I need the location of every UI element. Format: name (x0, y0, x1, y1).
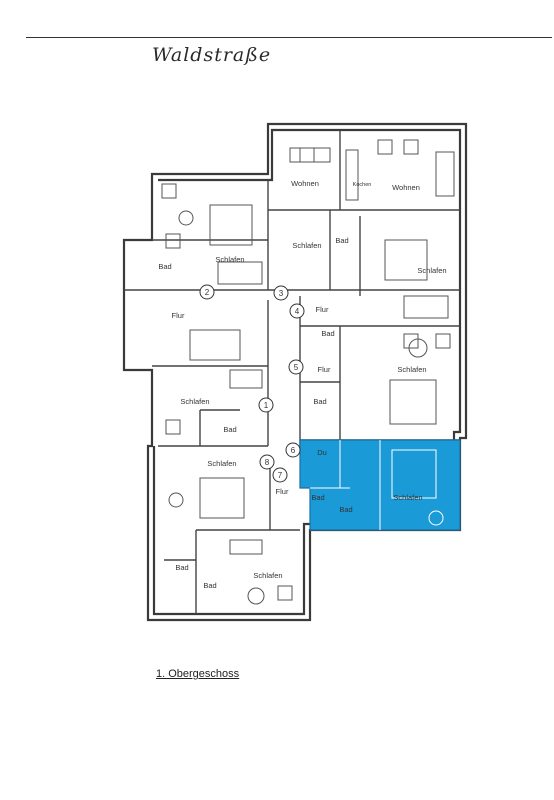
sofa (289, 147, 331, 163)
table (247, 587, 265, 605)
room-label: Flur (172, 311, 185, 320)
table (178, 210, 194, 226)
kitchen-row (345, 149, 359, 201)
unit-number: 2 (205, 288, 210, 297)
street-title: Waldstraße (152, 44, 272, 66)
room-label: Du (317, 448, 327, 457)
unit-marker (285, 442, 301, 458)
room-label: Schlafen (397, 365, 426, 374)
unit-number: 1 (264, 401, 269, 410)
bed (389, 379, 437, 425)
bed (199, 477, 245, 519)
floor-label: 1. Obergeschoss (156, 668, 240, 680)
room-label: Bad (335, 236, 348, 245)
armchair (377, 139, 393, 155)
window-bay (217, 261, 263, 285)
room-label: Wohnen (291, 179, 319, 188)
room-label: Kochen (353, 182, 372, 188)
room-label: Schlafen (180, 397, 209, 406)
unit-marker (273, 285, 289, 301)
room-label: Schlafen (417, 266, 446, 275)
room-label: Flur (276, 487, 289, 496)
armchair (403, 333, 419, 349)
unit-marker (199, 284, 215, 300)
unit-number: 7 (278, 471, 283, 480)
unit-marker (272, 467, 288, 483)
bed (384, 239, 428, 281)
sofa (435, 151, 455, 197)
bed (209, 204, 253, 246)
room-label: Bad (158, 262, 171, 271)
unit-number: 6 (291, 446, 296, 455)
room-label: Bad (339, 505, 352, 514)
room-label: Bad (175, 563, 188, 572)
room-label: Bad (313, 397, 326, 406)
table (168, 492, 184, 508)
unit-marker (259, 454, 275, 470)
room-label: Flur (318, 365, 331, 374)
room-label: Schlafen (393, 493, 422, 502)
unit-number: 8 (265, 458, 270, 467)
window-bay (229, 539, 263, 555)
unit-marker (288, 359, 304, 375)
highlighted-apartment (299, 439, 461, 531)
room-label: Schlafen (207, 459, 236, 468)
window-bay (229, 369, 263, 389)
armchair (435, 333, 451, 349)
unit-number: 4 (295, 307, 300, 316)
armchair (299, 147, 315, 163)
armchair (165, 419, 181, 435)
room-label: Flur (316, 305, 329, 314)
window-bay (403, 295, 449, 319)
armchair (161, 183, 177, 199)
outer-wall (122, 122, 468, 622)
unit-marker (289, 303, 305, 319)
room-label: Bad (311, 493, 324, 502)
room-label: Schlafen (215, 255, 244, 264)
armchair (165, 233, 181, 249)
room-label: Wohnen (392, 183, 420, 192)
armchair (403, 139, 419, 155)
unit-number: 3 (279, 289, 284, 298)
unit-number: 5 (294, 363, 299, 372)
outer-wall-inner (152, 128, 462, 616)
room-label: Schlafen (292, 241, 321, 250)
top-rule (26, 37, 552, 38)
room-label: Bad (203, 581, 216, 590)
room-label: Bad (321, 329, 334, 338)
armchair (277, 585, 293, 601)
room-label: Bad (223, 425, 236, 434)
unit-marker (258, 397, 274, 413)
bed (189, 329, 241, 361)
room-label: Schlafen (253, 571, 282, 580)
